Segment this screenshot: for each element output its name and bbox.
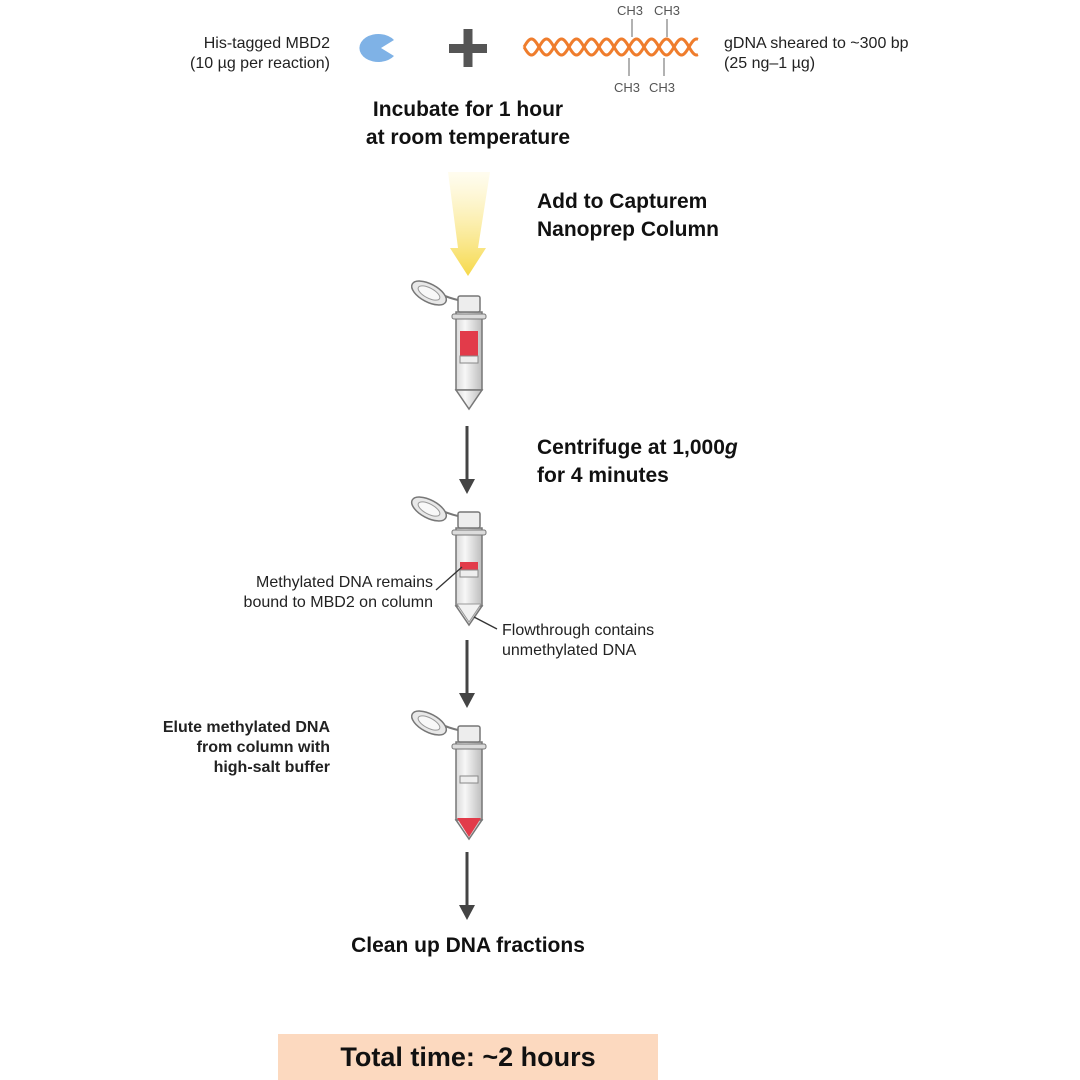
spin-column-tube-icon: [410, 496, 487, 627]
flow-line1: Flowthrough contains: [502, 622, 655, 639]
eluted-dna-liquid: [457, 818, 481, 837]
centrifuge-step-text: Centrifuge at 1,000g for 4 minutes: [537, 434, 837, 490]
dna-label: gDNA sheared to ~300 bp (25 ng–1 µg): [724, 34, 984, 74]
incubate-line1: Incubate for 1 hour: [372, 98, 564, 121]
flowthrough-callout-text: Flowthrough contains unmethylated DNA: [502, 621, 762, 661]
spin-column-tube-icon: [410, 280, 487, 411]
incubate-step-text: Incubate for 1 hour at room temperature: [318, 96, 618, 152]
methyl-label: CH3: [654, 3, 680, 18]
methyl-label: CH3: [614, 80, 640, 95]
bound-callout-text: Methylated DNA remains bound to MBD2 on …: [173, 573, 433, 613]
bound-line2: bound to MBD2 on column: [243, 594, 433, 611]
elute-line1: Elute methylated DNA: [162, 719, 330, 736]
flowthrough-liquid: [456, 603, 482, 623]
incubate-line2: at room temperature: [365, 126, 571, 149]
flow-line2: unmethylated DNA: [502, 642, 637, 659]
double-helix-icon: CH3 CH3 CH3 CH3: [522, 3, 699, 95]
add-glow-arrow-icon: [448, 172, 490, 276]
add-column-step-text: Add to Capturem Nanoprep Column: [537, 188, 837, 244]
centrifuge-g-unit: g: [724, 436, 738, 459]
down-arrow-icon: [459, 852, 475, 920]
centrifuge-speed-text: Centrifuge at 1,000: [537, 436, 725, 459]
add-line2: Nanoprep Column: [537, 218, 719, 241]
centrifuge-line2: for 4 minutes: [537, 464, 669, 487]
protein-label: His-tagged MBD2 (10 µg per reaction): [140, 34, 330, 74]
dna-label-line2: (25 ng–1 µg): [724, 55, 816, 72]
methyl-label: CH3: [649, 80, 675, 95]
bound-dna-band: [460, 562, 478, 570]
elute-line3: high-salt buffer: [213, 759, 330, 776]
pacman-protein-icon: [359, 34, 394, 63]
dna-label-line1: gDNA sheared to ~300 bp: [724, 35, 909, 52]
down-arrow-icon: [459, 426, 475, 494]
methyl-label: CH3: [617, 3, 643, 18]
add-line1: Add to Capturem: [537, 190, 708, 213]
protein-label-line1: His-tagged MBD2: [203, 35, 330, 52]
bound-line1: Methylated DNA remains: [256, 574, 433, 591]
sample-liquid: [460, 331, 478, 356]
down-arrow-icon: [459, 640, 475, 708]
elute-step-text: Elute methylated DNA from column with hi…: [110, 718, 330, 778]
elute-line2: from column with: [196, 739, 330, 756]
plus-icon: [449, 29, 487, 67]
cleanup-step-text: Clean up DNA fractions: [351, 934, 585, 957]
bound-callout-line: [435, 566, 463, 591]
total-time-text: Total time: ~2 hours: [340, 1041, 596, 1072]
total-time-banner: Total time: ~2 hours: [278, 1034, 658, 1080]
spin-column-tube-icon: [410, 710, 487, 841]
flowthrough-callout-line: [473, 616, 498, 630]
protein-label-line2: (10 µg per reaction): [190, 55, 330, 72]
centrifuge-line1: Centrifuge at 1,000g: [537, 434, 837, 462]
